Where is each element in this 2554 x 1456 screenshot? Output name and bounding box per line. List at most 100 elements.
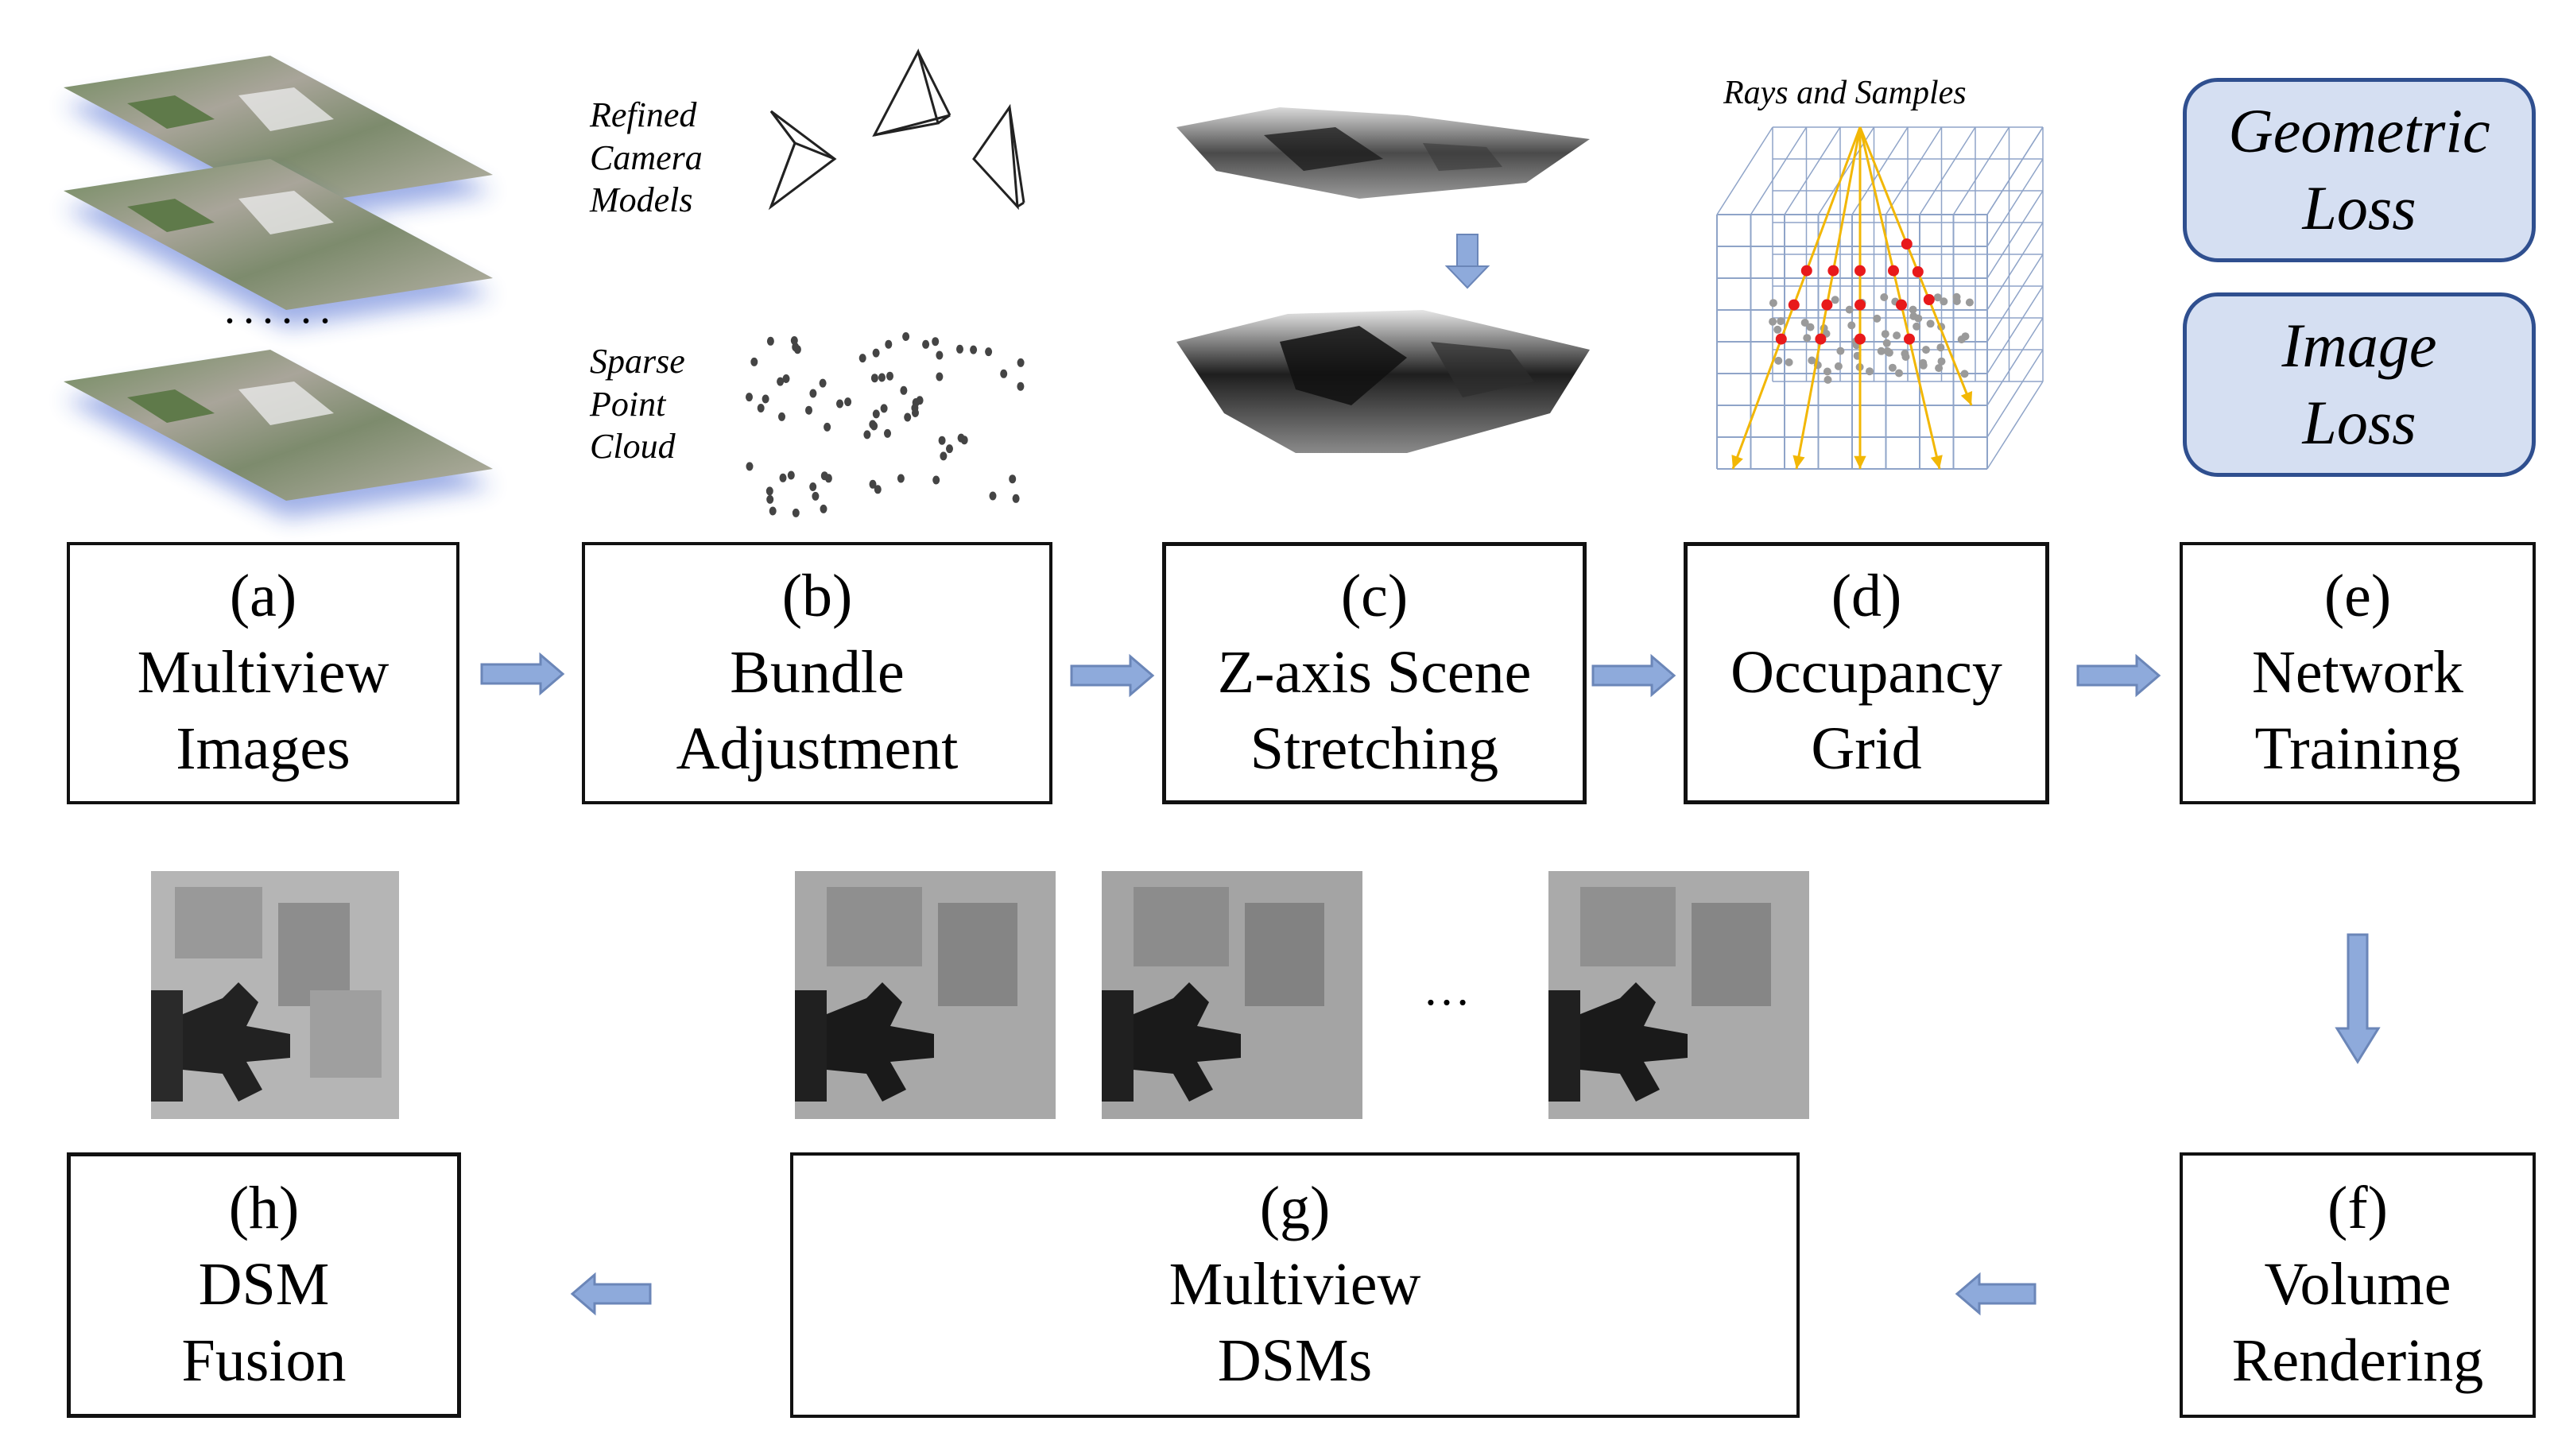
camera-frustums-graphic	[768, 48, 1025, 211]
ray-arrowhead	[1731, 455, 1743, 469]
stretch-down-arrow	[1444, 234, 1490, 289]
arrow-d-to-e	[2076, 653, 2161, 698]
sparse-point	[916, 396, 924, 405]
aerial-tile-1	[64, 56, 493, 224]
scene-point	[1785, 358, 1793, 366]
ray-arrowhead	[1960, 391, 1973, 405]
sparse-point	[938, 436, 946, 445]
sparse-point	[922, 339, 930, 349]
ray-line	[1731, 126, 1862, 470]
sparse-point	[820, 471, 828, 481]
dsm-thumbnail-1	[795, 871, 1056, 1119]
scene-point	[1901, 350, 1909, 358]
image-loss-line1: Image	[2281, 311, 2437, 381]
scene-point	[1834, 362, 1843, 370]
scene-point	[1823, 367, 1831, 376]
image-loss-line2: Loss	[2302, 388, 2416, 457]
step-g-line2: DSMs	[1217, 1326, 1373, 1394]
sparse-point	[792, 508, 800, 517]
sparse-point	[863, 430, 871, 440]
sparse-point	[762, 394, 769, 404]
scene-point	[1873, 314, 1882, 323]
sparse-point	[757, 404, 765, 412]
camera-label-line3: Models	[590, 180, 693, 220]
step-e-box: (e) Network Training	[2180, 542, 2536, 804]
grid-line	[1919, 126, 1976, 215]
step-b-line1: Bundle	[730, 639, 905, 707]
sparse-point	[932, 475, 940, 485]
scene-point	[1847, 321, 1856, 330]
sparse-point	[765, 486, 773, 496]
grid-line	[1784, 126, 1841, 215]
sparse-point	[940, 451, 948, 461]
grid-line	[1986, 349, 2044, 438]
step-g-box: (g) Multiview DSMs	[790, 1152, 1800, 1418]
step-d-line1: Occupancy	[1730, 639, 2002, 707]
ray-sample	[1854, 299, 1866, 311]
step-c-line1: Z-axis Scene	[1217, 639, 1532, 707]
scene-point	[1885, 348, 1893, 357]
image-loss-box: Image Loss	[2183, 292, 2536, 477]
sparse-point	[904, 412, 912, 422]
aerial-tile-2	[64, 159, 493, 327]
step-b-letter: (b)	[781, 563, 853, 630]
cloud-label-line2: Point	[590, 384, 666, 424]
ray-arrowhead	[1792, 455, 1805, 469]
step-f-box: (f) Volume Rendering	[2180, 1152, 2536, 1418]
scene-point	[1877, 347, 1885, 355]
sparse-point	[778, 412, 785, 421]
ray-line	[1858, 126, 1973, 406]
height-map-original	[1176, 107, 1590, 199]
scene-point	[1926, 319, 1935, 328]
scene-point	[1960, 370, 1969, 378]
grid-line	[1986, 190, 2044, 279]
sparse-point	[880, 404, 888, 413]
occupancy-grid-graphic	[1716, 126, 2044, 470]
camera-frustum-2	[872, 48, 951, 137]
height-map-graphic	[1176, 107, 1590, 453]
sparse-point	[970, 345, 978, 354]
sparse-point	[746, 462, 754, 471]
ray-arrowhead	[1854, 455, 1866, 469]
sparse-point	[766, 494, 774, 504]
cloud-label-line1: Sparse	[590, 342, 685, 381]
aerial-tile-3	[64, 350, 493, 518]
dsm-ellipsis: …	[1423, 962, 1471, 1015]
camera-models-label: Refined Camera Models	[590, 94, 703, 222]
camera-frustum-1	[768, 110, 837, 211]
sparse-point	[1009, 474, 1017, 484]
sparse-point	[872, 409, 880, 419]
sparse-point	[897, 474, 905, 483]
ray-sample	[1775, 333, 1787, 345]
sparse-point	[985, 347, 993, 357]
sparse-point	[936, 372, 944, 381]
height-map-stretched	[1176, 310, 1590, 453]
sparse-point	[900, 385, 908, 395]
sparse-point	[886, 371, 893, 381]
sparse-point	[858, 354, 866, 363]
scene-point	[1845, 305, 1854, 314]
ray-sample	[1800, 265, 1812, 277]
sparse-point	[957, 433, 965, 443]
sparse-point	[792, 343, 800, 352]
grid-line	[1952, 126, 2010, 215]
scene-point	[1919, 361, 1928, 370]
step-a-box: (a) Multiview Images	[67, 542, 459, 804]
step-a-letter: (a)	[229, 563, 297, 630]
ray-sample	[1901, 238, 1913, 250]
cloud-label-line3: Cloud	[590, 427, 676, 467]
fused-dsm-thumbnail	[151, 871, 399, 1119]
ray-sample	[1854, 333, 1866, 345]
sparse-point	[878, 373, 886, 382]
sparse-point	[836, 399, 843, 409]
sparse-point	[819, 378, 827, 388]
arrow-c-to-d	[1591, 653, 1676, 698]
scene-point	[1895, 369, 1903, 378]
sparse-point	[885, 339, 893, 349]
grid-line	[1986, 158, 2044, 247]
camera-frustum-3	[972, 103, 1025, 211]
sparse-point	[1000, 369, 1008, 378]
sparse-point	[946, 444, 953, 454]
step-d-box: (d) Occupancy Grid	[1684, 542, 2049, 804]
scene-point	[1769, 317, 1777, 326]
